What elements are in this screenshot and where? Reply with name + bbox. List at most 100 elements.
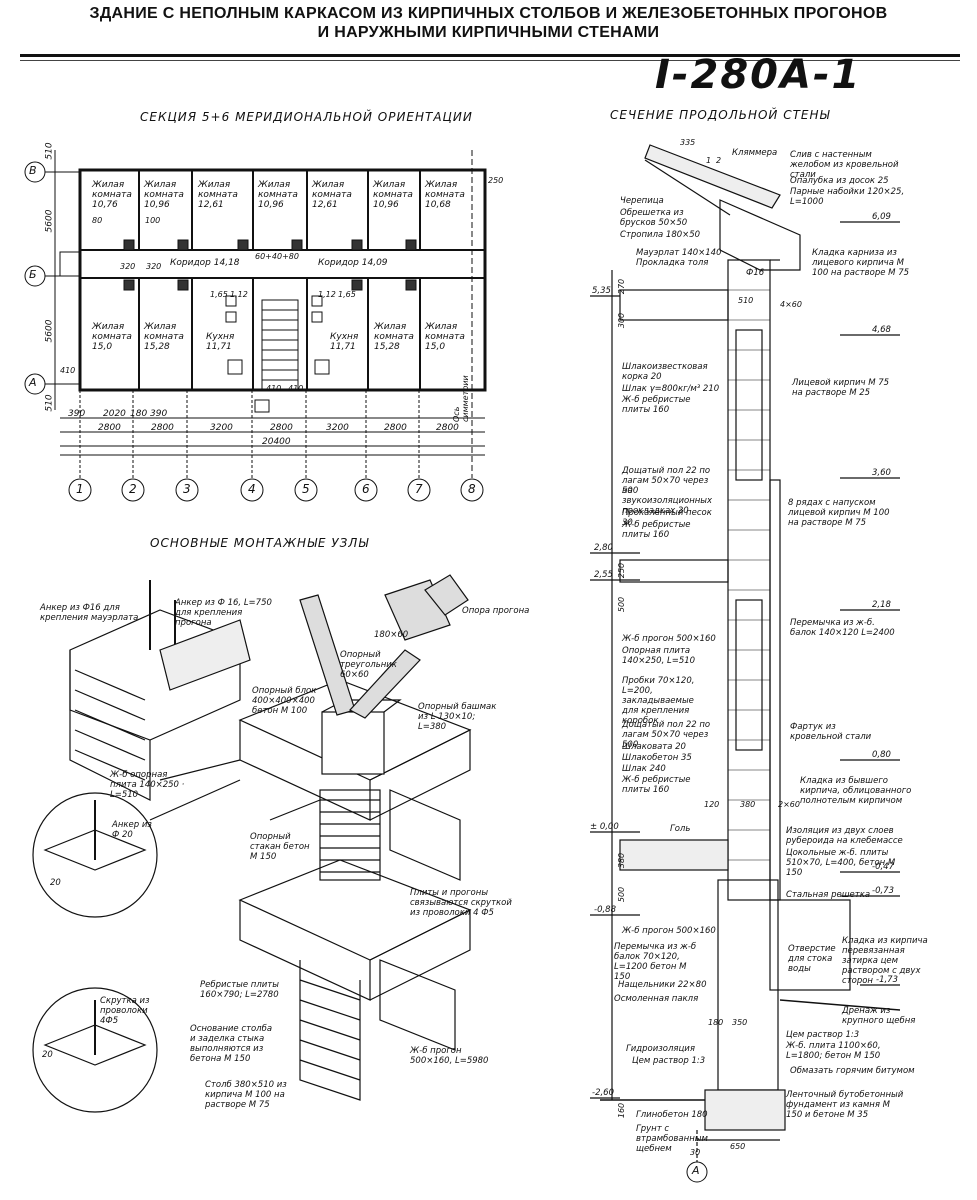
dim-label: 20400	[262, 437, 291, 447]
node-label: Анкер из Ф16 для крепления мауэрлата	[40, 603, 139, 623]
axis-row-label: В	[29, 164, 37, 177]
dim-label: 500	[617, 886, 627, 903]
dim-label: 380	[617, 852, 627, 869]
level-mark: 6,09	[872, 212, 891, 222]
section-label: Гидроизоляция	[626, 1044, 695, 1054]
node-label: 180×60	[374, 630, 409, 640]
node-label: Опорный стакан бетон М 150	[250, 832, 310, 862]
level-mark: -0,73	[872, 886, 894, 896]
section-label: Грунт с втрамбованным щебнем	[636, 1124, 708, 1154]
dim-label: 60+40+80	[255, 252, 299, 261]
section-label: Отверстие для стока воды	[788, 944, 836, 974]
dim-label: 2	[716, 156, 722, 165]
node-label: 20	[50, 878, 61, 888]
dim-label: 2×60	[778, 800, 800, 809]
corridor-label: Коридор 14,09	[318, 258, 388, 268]
level-mark: 2,80	[594, 543, 613, 553]
dim-label: 3200	[210, 423, 233, 433]
axis-col-label: А	[692, 1164, 700, 1177]
section-label: Цем раствор 1:3	[786, 1030, 860, 1040]
title-line-2: И НАРУЖНЫМИ КИРПИЧНЫМИ СТЕНАМИ	[317, 24, 660, 41]
section-label: Ж-б прогон 500×160	[622, 634, 716, 644]
section-label: Цокольные ж-б. плиты 510×70, L=400, бето…	[786, 848, 896, 878]
section-label: Ж-б ребристые плиты 160	[622, 520, 691, 540]
node-label: Скрутка из проволоки 4Ф5	[100, 996, 150, 1026]
dim-label: 320	[146, 262, 162, 271]
level-mark: 2,18	[872, 600, 891, 610]
dim-label: 1,12	[230, 290, 248, 299]
dim-label: 410	[60, 366, 76, 375]
node-label: Опорный башмак из L 130×10; L=380	[418, 702, 497, 732]
section-label: Глинобетон 180	[636, 1110, 708, 1120]
section-label: Парные набойки 120×25, L=1000	[790, 187, 905, 207]
dim-label: 390	[68, 409, 86, 419]
dim-label: 2020	[103, 409, 126, 419]
axis-col-label: 2	[129, 482, 137, 496]
section-label: Ж-б ребристые плиты 160	[622, 395, 691, 415]
node-label: Основание столба и заделка стыка выполня…	[190, 1024, 273, 1064]
node-label: 20	[42, 1050, 53, 1060]
section-label: Изоляция из двух слоев рубероида на клеб…	[786, 826, 903, 846]
section-label: Нащельники 22×80	[618, 980, 707, 990]
header-rule	[20, 54, 960, 57]
dim-label: 1,12	[318, 290, 336, 299]
dim-label: 410	[266, 384, 282, 393]
section-label: Кладка из бывшего кирпича, облицованного…	[800, 776, 912, 806]
section-label: Обрешетка из брусков 50×50	[620, 208, 688, 228]
section-label: Обмазать горячим битумом	[790, 1066, 915, 1076]
section-label: Перемычка из ж-б. балок 140×120 L=2400	[790, 618, 895, 638]
level-mark: 3,60	[872, 468, 891, 478]
section-label: Ж-б прогон 500×160	[622, 926, 716, 936]
section-label: Пробки 70×120, L=200, закладываемые для …	[622, 676, 695, 726]
dim-label: 510	[738, 296, 754, 305]
axis-col-label: 5	[302, 482, 310, 496]
section-label: Опалубка из досок 25	[790, 176, 889, 186]
node-label: Ребристые плиты 160×790; L=2780	[200, 980, 279, 1000]
section-label: Ж-б ребристые плиты 160	[622, 775, 691, 795]
dim-label: 270	[617, 278, 627, 295]
section-label: Прокаленный песок 30	[622, 508, 712, 528]
node-label: Анкер из Ф 20	[112, 820, 152, 840]
node-label: Плиты и прогоны связываются скруткой из …	[410, 888, 512, 918]
section-label: Кладка из кирпича перевязанная затирка ц…	[842, 936, 928, 986]
nodes-title: ОСНОВНЫЕ МОНТАЖНЫЕ УЗЛЫ	[150, 536, 370, 550]
dim-label: 3200	[326, 423, 349, 433]
node-label: Опорный блок 400×400×400 бетон М 100	[252, 686, 317, 716]
section-label: Слив с настенным желобом из кровельной с…	[790, 150, 899, 180]
section-label: Ф16	[746, 268, 765, 278]
dim-label: 180	[708, 1018, 724, 1027]
section-label: Дренаж из крупного щебня	[842, 1006, 916, 1026]
section-label: Фартук из кровельной стали	[790, 722, 872, 742]
section-label: Дощатый пол 22 по лагам 50×70 через 500	[622, 466, 711, 496]
section-label: Дощатый пол 22 по лагам 50×70 через 500	[622, 720, 711, 750]
axis-col-label: 7	[415, 482, 423, 496]
dim-label: 160	[617, 1102, 627, 1119]
section-label: Шлакобетон 35	[622, 753, 692, 763]
dim-label: 250	[617, 562, 627, 579]
dim-label: 30	[690, 1148, 701, 1157]
level-mark: ± 0,00	[590, 822, 619, 832]
section-label: Опорная плита 140×250, L=510	[622, 646, 696, 666]
section-label: Цем раствор 1:3	[632, 1056, 706, 1066]
section-label: Осмоленная пакля	[614, 994, 699, 1004]
dim-label: 300	[617, 312, 627, 329]
dim-label: 250	[488, 176, 504, 185]
dim-label: 2800	[384, 423, 407, 433]
dim-label: 320	[120, 262, 136, 271]
section-label: Перемычка из ж-б балок 70×120, L=1200 бе…	[614, 942, 697, 982]
section-label: Стальная решетка	[786, 890, 871, 900]
node-label: Анкер из Ф 16, L=750 для крепления прого…	[175, 598, 272, 628]
dim-label: 180	[130, 409, 148, 419]
dim-label: 410	[288, 384, 304, 393]
level-mark: -0,47	[872, 862, 894, 872]
axis-col-label: 1	[76, 482, 84, 496]
level-mark: 5,35	[592, 286, 611, 296]
section-label: Черепица	[620, 196, 664, 206]
